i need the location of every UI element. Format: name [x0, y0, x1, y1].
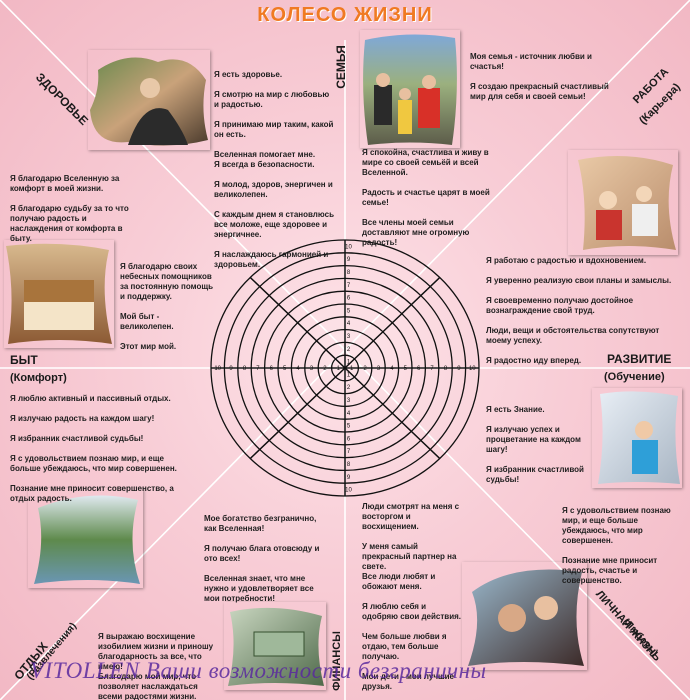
photo-development: [598, 391, 680, 484]
photo-work: [578, 156, 676, 250]
text-home-mid: Я благодарю своих небесных помощников за…: [120, 262, 214, 351]
label-development-sub: (Обучение): [604, 371, 665, 383]
photo-health: [90, 57, 208, 146]
wheel-scale-label: 2: [323, 366, 327, 372]
wheel-scale-label: 9: [347, 475, 351, 481]
wheel-scale-label: 5: [404, 366, 408, 372]
photo-home: [6, 243, 112, 344]
wheel-scale-label: 6: [417, 366, 421, 372]
page-title: КОЛЕСО ЖИЗНИ: [257, 4, 433, 26]
wheel-scale-label: 4: [390, 366, 394, 372]
photo-family: [363, 34, 457, 145]
wheel-scale-label: 10: [469, 366, 476, 372]
wheel-scale-label: 6: [270, 366, 274, 372]
text-family-top: Моя семья - источник любви и счастья! Я …: [470, 52, 609, 101]
wheel-scale-label: 7: [347, 283, 351, 289]
label-family: СЕМЬЯ: [334, 45, 348, 89]
photo-leisure: [34, 495, 140, 584]
wheel-scale-label: 1: [347, 360, 351, 366]
label-home-sub: (Комфорт): [10, 372, 67, 384]
wheel-scale-label: 9: [347, 257, 351, 263]
wheel-scale-label: 2: [363, 366, 367, 372]
wheel-scale-label: 8: [347, 270, 351, 276]
wheel-scale-label: 3: [347, 398, 351, 404]
wheel-scale-label: 4: [347, 411, 351, 417]
wheel-scale-label: 7: [430, 366, 434, 372]
wheel-scale-label: 7: [347, 449, 351, 455]
wheel-scale-label: 9: [457, 366, 461, 372]
wheel-scale-label: 2: [347, 347, 351, 353]
text-leisure-bottom: Я выражаю восхищение изобилием жизни и п…: [98, 632, 214, 700]
photo-finance: [228, 607, 324, 686]
wheel-scale-label: 5: [347, 308, 351, 314]
wheel-scale-label: 10: [345, 488, 352, 494]
wheel-scale-label: 4: [296, 366, 300, 372]
wheel-scale-label: 4: [347, 321, 351, 327]
wheel-scale-label: 6: [347, 436, 351, 442]
label-home: БЫТ: [10, 353, 38, 367]
wheel-scale-label: 1: [337, 366, 341, 372]
wheel-scale-label: 5: [347, 424, 351, 430]
text-love-center: Люди смотрят на меня с восторгом и восхи…: [362, 502, 462, 691]
wheel-scale-label: 9: [229, 366, 233, 372]
wheel-scale-label: 1: [350, 366, 354, 372]
wheel-scale-label: 1: [347, 372, 351, 378]
text-home-top: Я благодарю Вселенную за комфорт в моей …: [10, 174, 129, 243]
wheel-scale-label: 3: [377, 366, 381, 372]
wheel-scale-label: 6: [347, 296, 351, 302]
wheel-scale-label: 8: [347, 462, 351, 468]
watermark: VITOLLEN Ваши возможности безграничны: [30, 658, 487, 683]
wheel-scale-label: 10: [214, 366, 221, 372]
photo-love: [468, 569, 584, 666]
wheel-spoke: [249, 277, 441, 459]
text-finance: Мое богатство безгранично, как Вселенная…: [204, 514, 320, 603]
wheel-scale-label: 2: [347, 385, 351, 391]
text-development: Я есть Знание. Я излучаю успех и процвет…: [486, 405, 584, 484]
wheel-scale-label: 10: [345, 244, 352, 250]
text-family-bottom: Я спокойна, счастлива и живу в мире со с…: [362, 148, 490, 247]
wheel-scale-label: 8: [444, 366, 448, 372]
label-development: РАЗВИТИЕ: [607, 352, 672, 366]
wheel-scale-label: 3: [310, 366, 314, 372]
wheel-scale-label: 8: [243, 366, 247, 372]
wheel-scale-label: 7: [256, 366, 260, 372]
wheel-scale-label: 5: [283, 366, 287, 372]
text-work: Я работаю с радостью и вдохновением. Я у…: [486, 256, 672, 365]
text-leisure-top: Я люблю активный и пассивный отдых. Я из…: [10, 394, 177, 503]
text-love-right: Я с удовольствием познаю мир, и еще боль…: [562, 506, 671, 585]
wheel-scale-label: 3: [347, 334, 351, 340]
text-health: Я есть здоровье. Я смотрю на мир с любов…: [214, 70, 334, 269]
